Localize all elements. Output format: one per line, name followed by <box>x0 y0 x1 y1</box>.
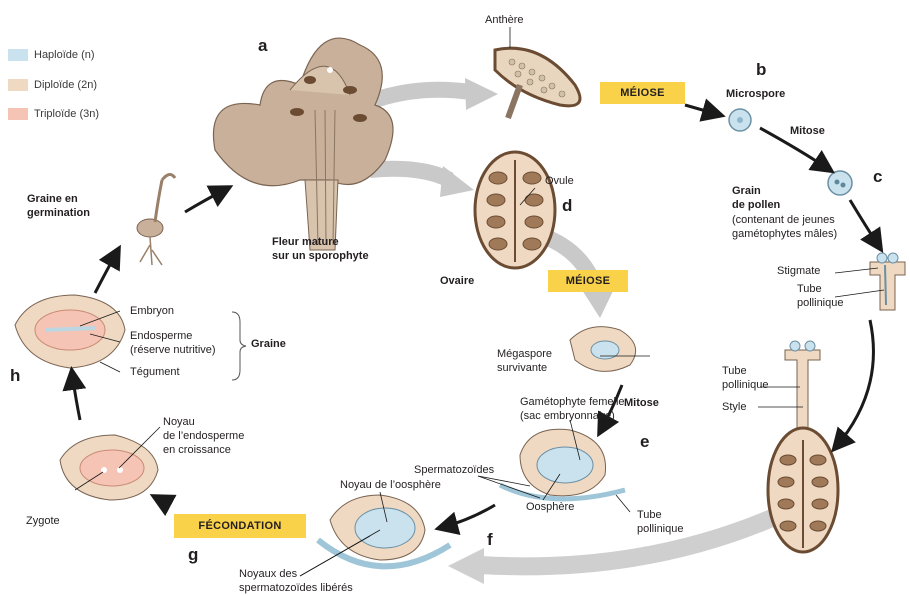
haploid-swatch <box>8 49 28 61</box>
egg-nucleus-label: Noyau de l’oosphère <box>340 479 441 492</box>
released-sperm-line2: spermatozoïdes libérés <box>239 582 353 595</box>
pollen-label-line4: gamétophytes mâles) <box>732 228 837 241</box>
stage-letter-f: f <box>487 530 493 550</box>
pollen-label-line3: (contenant de jeunes <box>732 214 835 227</box>
mitosis-mid-label: Mitose <box>624 397 659 410</box>
stage-letter-e: e <box>640 432 649 452</box>
stage-letter-g: g <box>188 545 198 565</box>
pollen-tube-3-line2: pollinique <box>637 523 683 536</box>
pollen-tube-3-line1: Tube <box>637 509 662 522</box>
endosperm-line1: Endosperme <box>130 330 192 343</box>
pistil-illustration <box>768 341 838 552</box>
mature-flower-illustration <box>213 38 393 250</box>
pollen-tube-1-line1: Tube <box>797 283 822 296</box>
mitosis-right-label: Mitose <box>790 125 825 138</box>
grey-arrow-bottom-return <box>448 510 790 584</box>
haploid-label: Haploïde (n) <box>34 48 95 62</box>
fertilization-box: FÉCONDATION <box>174 514 306 538</box>
megaspore-ovule <box>570 327 636 372</box>
diploid-label: Diploïde (2n) <box>34 78 97 92</box>
ovary-illustration <box>475 152 555 268</box>
female-gametophyte-line2: (sac embryonnaire) <box>520 410 615 423</box>
megaspore-line2: survivante <box>497 362 547 375</box>
stigma-pollen-tube <box>870 253 905 310</box>
flower-label-line2: sur un sporophyte <box>272 250 369 263</box>
female-gametophyte-line1: Gamétophyte femelle <box>520 396 625 409</box>
pollen-label-line2: de pollen <box>732 199 780 212</box>
sperm-label: Spermatozoïdes <box>414 464 494 477</box>
endosperm-nucleus-line2: de l’endosperme <box>163 430 244 443</box>
grey-arrow-flower-to-ovary <box>370 166 474 197</box>
endosperm-nucleus-line1: Noyau <box>163 416 195 429</box>
stigma-label: Stigmate <box>777 265 820 278</box>
pollen-tube-2-line1: Tube <box>722 365 747 378</box>
anther-label: Anthère <box>485 14 524 27</box>
ovule-label: Ovule <box>545 175 574 188</box>
female-gametophyte-ovule <box>500 429 625 499</box>
zygote-label: Zygote <box>26 515 60 528</box>
endosperm-line2: (réserve nutritive) <box>130 344 216 357</box>
seed-label: Graine <box>251 338 286 351</box>
leader-lines <box>75 27 884 576</box>
egg-label: Oosphère <box>526 501 574 514</box>
germinating-seed-illustration <box>137 174 175 265</box>
endosperm-nucleus-line3: en croissance <box>163 444 231 457</box>
pollen-tube-1-line2: pollinique <box>797 297 843 310</box>
microspore-label: Microspore <box>726 88 785 101</box>
microspore-cell <box>729 109 751 131</box>
megaspore-line1: Mégaspore <box>497 348 552 361</box>
diploid-swatch <box>8 79 28 91</box>
fertilization-ovule <box>318 495 450 566</box>
triploid-label: Triploïde (3n) <box>34 107 99 121</box>
grey-arrow-flower-to-anther <box>375 78 498 110</box>
tegument-label: Tégument <box>130 366 180 379</box>
style-label: Style <box>722 401 746 414</box>
pollen-grain-cell <box>828 171 852 195</box>
stage-letter-b: b <box>756 60 766 80</box>
meiosis-top-box: MÉIOSE <box>600 82 685 104</box>
flower-label-line1: Fleur mature <box>272 236 339 249</box>
stage-letter-c: c <box>873 167 882 187</box>
germinating-seed-line1: Graine en <box>27 193 78 206</box>
zygote-ovule <box>60 435 158 500</box>
pollen-tube-2-line2: pollinique <box>722 379 768 392</box>
triploid-swatch <box>8 108 28 120</box>
embryo-label: Embryon <box>130 305 174 318</box>
germinating-seed-line2: germination <box>27 207 90 220</box>
ovary-label: Ovaire <box>440 275 474 288</box>
stage-letter-a: a <box>258 36 267 56</box>
seed-illustration <box>15 295 125 368</box>
released-sperm-line1: Noyaux des <box>239 568 297 581</box>
stage-letter-d: d <box>562 196 572 216</box>
meiosis-mid-box: MÉIOSE <box>548 270 628 292</box>
pollen-label-line1: Grain <box>732 185 761 198</box>
anther-illustration <box>495 48 580 118</box>
seed-brace <box>232 312 246 380</box>
stage-letter-h: h <box>10 366 20 386</box>
